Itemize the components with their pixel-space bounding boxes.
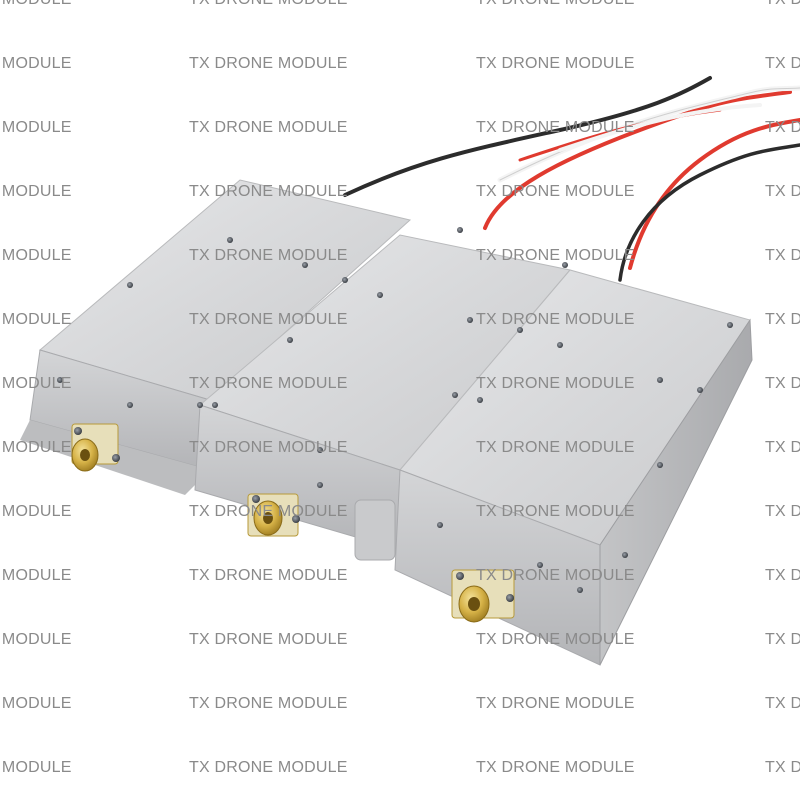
wire-bundle: [343, 76, 800, 282]
red-wire: [483, 90, 792, 230]
black-wire: [618, 143, 800, 282]
black-wire: [343, 76, 712, 197]
sma-connector-left: [71, 423, 120, 472]
mounting-screws: [57, 227, 733, 593]
white-wire: [558, 103, 762, 152]
red-wire: [518, 108, 722, 162]
sma-connector-middle: [247, 493, 300, 537]
red-wire: [628, 118, 800, 270]
white-wire-edge: [499, 87, 800, 181]
sma-connector-right: [451, 569, 515, 623]
amplifier-module-right: [394, 269, 753, 666]
